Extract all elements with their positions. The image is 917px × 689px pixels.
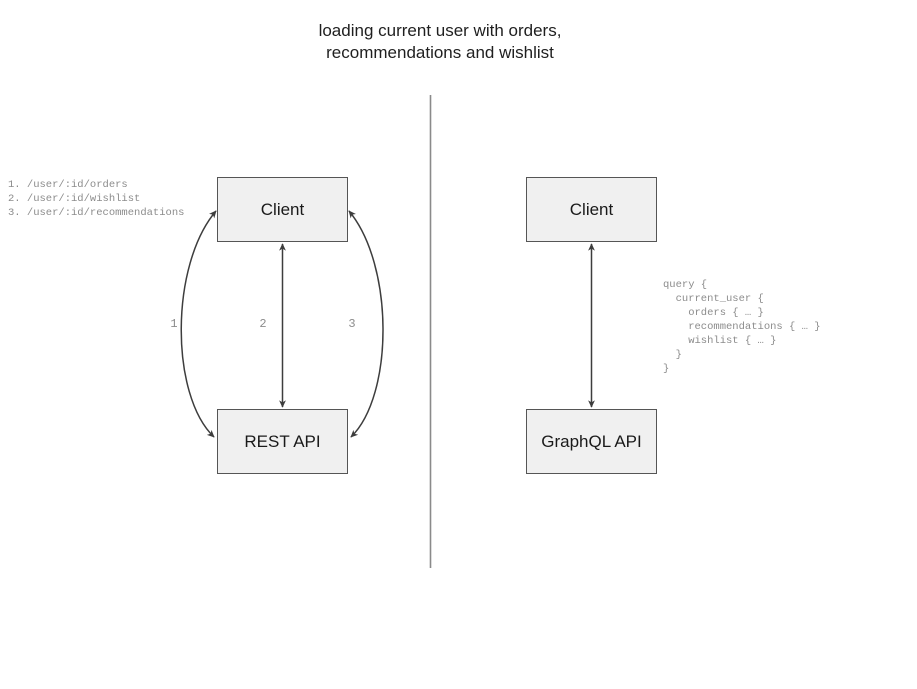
- node-client-graphql[interactable]: Client: [526, 177, 657, 242]
- edge-label-1: 1: [170, 317, 178, 331]
- diagram-title: loading current user with orders, recomm…: [318, 21, 562, 62]
- rest-endpoint-list: 1. /user/:id/orders 2. /user/:id/wishlis…: [8, 179, 185, 219]
- node-client-rest[interactable]: Client: [217, 177, 348, 242]
- node-graphql-api[interactable]: GraphQL API: [526, 409, 657, 474]
- node-rest-api[interactable]: REST API: [217, 409, 348, 474]
- edge-label-3: 3: [348, 317, 356, 331]
- edge-label-2: 2: [259, 317, 267, 331]
- rest-edge-1-orders: [180, 210, 217, 438]
- graphql-query-code: query { current_user { orders { … } reco…: [663, 279, 821, 375]
